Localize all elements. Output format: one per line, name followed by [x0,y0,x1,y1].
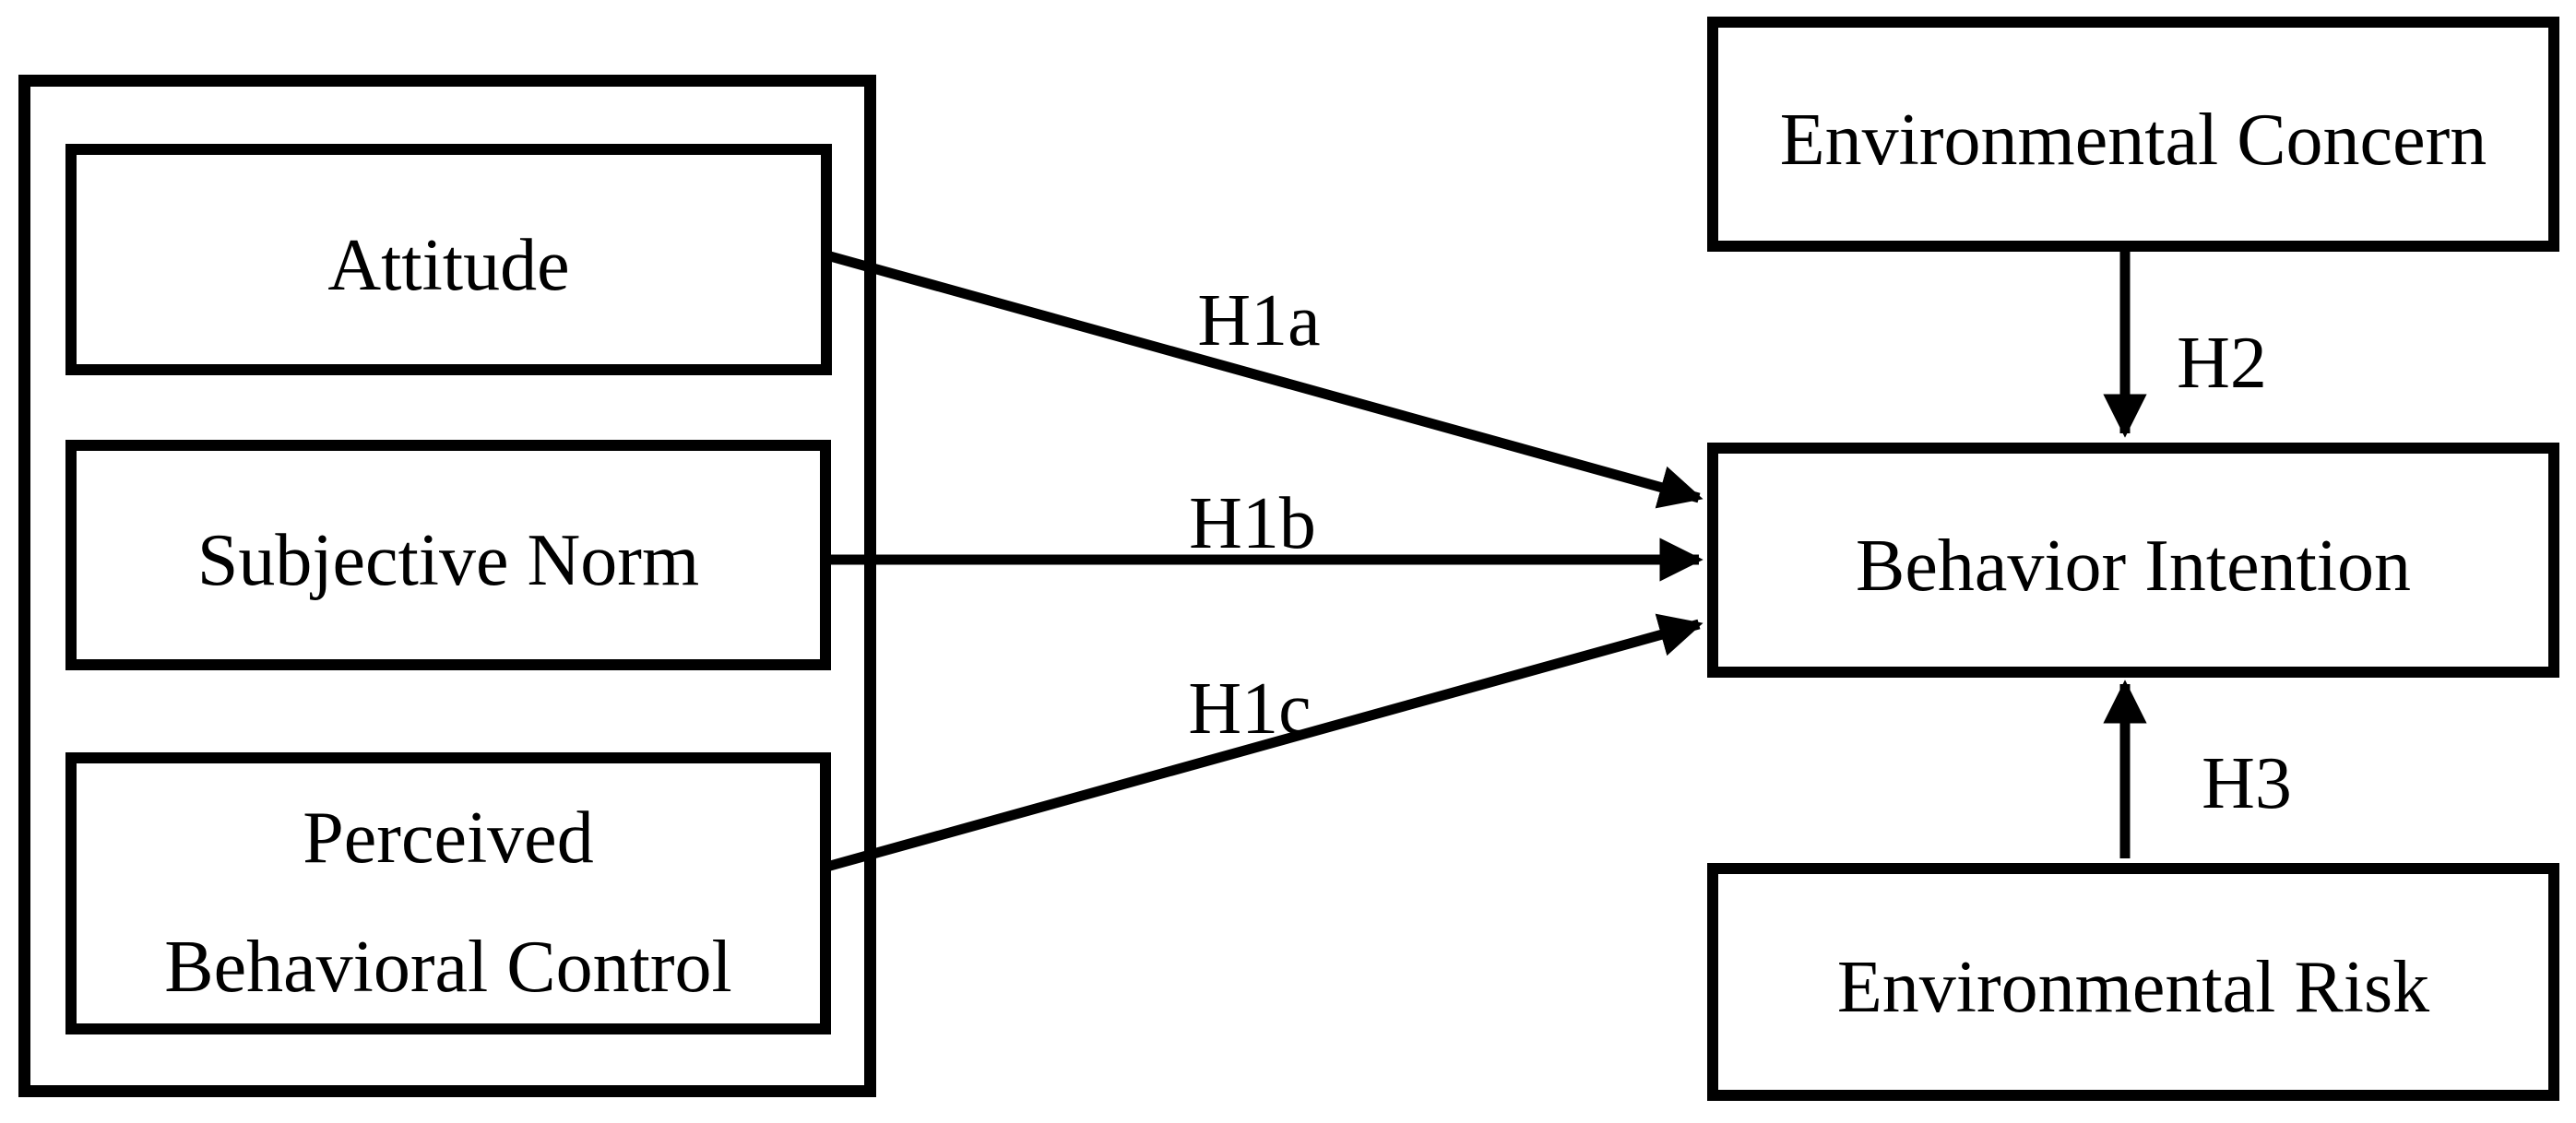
node-environmental-risk-label: Environmental Risk [1836,947,2430,1028]
edge-label-h3: H3 [2202,743,2292,824]
edge-label-h1c: H1c [1188,668,1312,750]
node-pbc-label-line1: Perceived [303,798,594,879]
node-behavior-intention-label: Behavior Intention [1855,525,2412,607]
node-behavior-intention: Behavior Intention [1707,443,2559,678]
node-pbc-label-line2: Behavioral Control [164,927,732,1008]
node-attitude: Attitude [65,144,832,375]
node-attitude-label: Attitude [327,224,570,306]
edge-h1a-arrow [822,249,1703,509]
node-environmental-concern: Environmental Concern [1707,17,2559,252]
edge-h1c-arrow [822,613,1703,873]
edge-label-h1b: H1b [1189,483,1316,564]
node-subjective-norm-label: Subjective Norm [196,520,700,601]
edge-label-h1a: H1a [1197,280,1321,361]
node-perceived-behavioral-control: Perceived Behavioral Control [65,752,831,1034]
node-environmental-concern-label: Environmental Concern [1779,99,2487,181]
edge-label-h2: H2 [2177,323,2267,404]
node-subjective-norm: Subjective Norm [65,440,831,670]
node-environmental-risk: Environmental Risk [1707,863,2559,1101]
tpb-group-frame [18,75,876,1097]
